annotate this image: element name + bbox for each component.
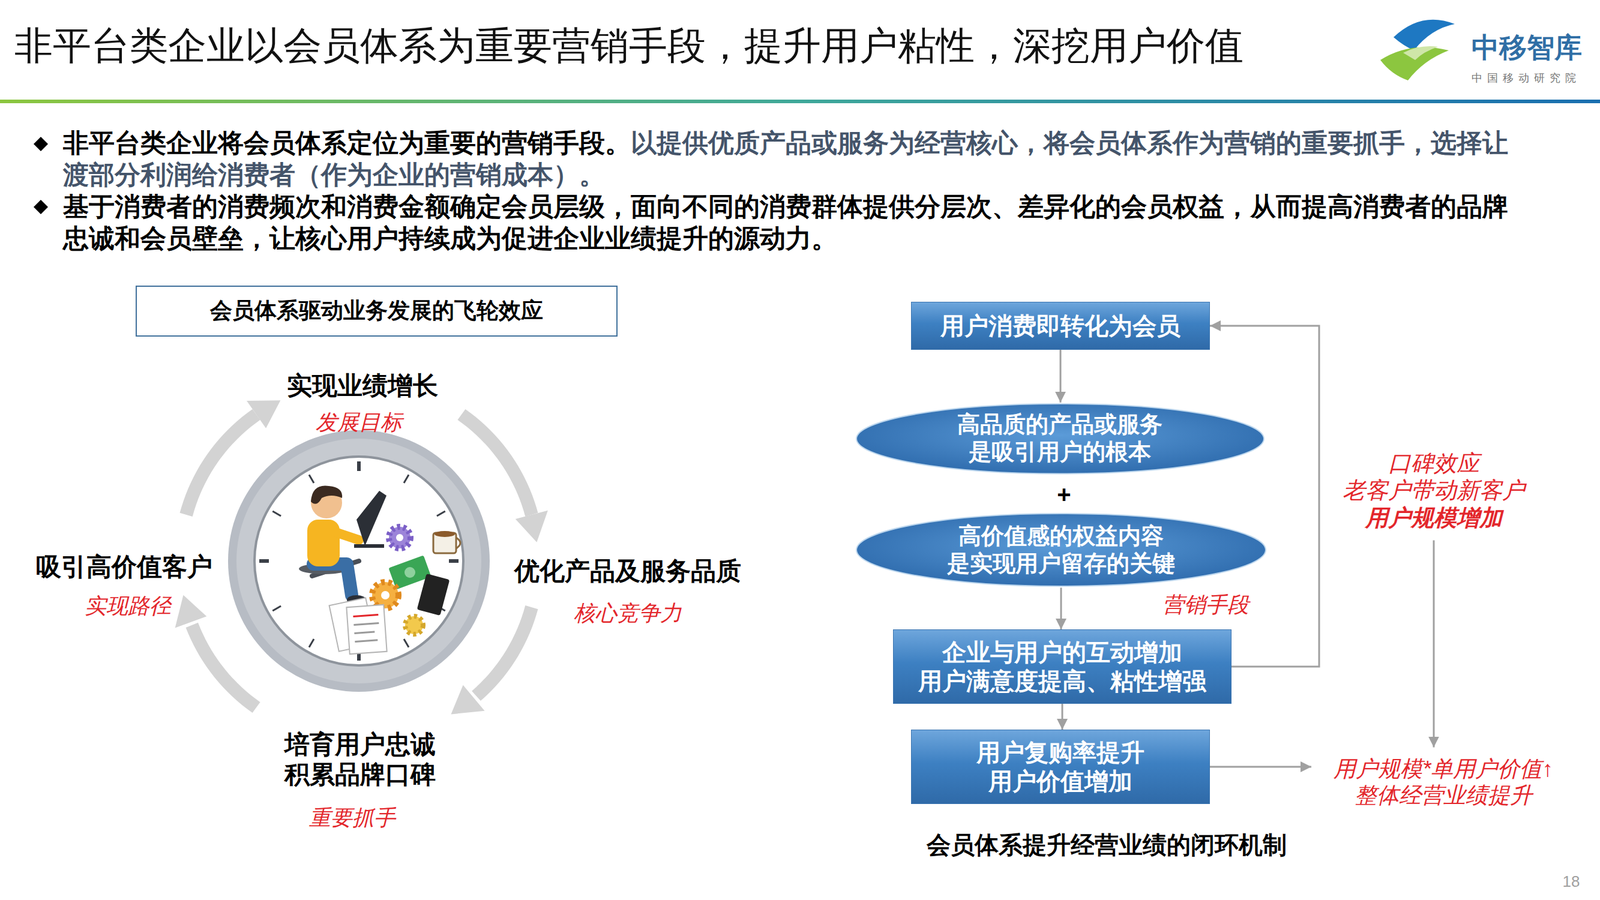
node-text: 企业与用户的互动增加 用户满意度提高、粘性增强 (912, 637, 1213, 696)
clock-tick (357, 461, 361, 472)
bullet-diamond (33, 199, 49, 215)
process-box: 用户复购率提升 用户价值增加 (911, 729, 1210, 805)
page-number: 18 (1560, 872, 1583, 892)
clock-tick (309, 639, 314, 648)
flywheel-arrow-head (175, 595, 208, 629)
gear (388, 526, 411, 549)
flywheel-note: 核心竞争力 (571, 600, 685, 626)
annotation-text: 营销手段 (1160, 591, 1252, 618)
flywheel-stage: 优化产品及服务品质 (511, 556, 744, 587)
node-text: 用户复购率提升 用户价值增加 (940, 738, 1181, 796)
process-box: 企业与用户的互动增加 用户满意度提高、粘性增强 (893, 629, 1232, 704)
laptop-base (354, 544, 385, 548)
flywheel-arrow (192, 625, 257, 708)
clock-ticks (259, 461, 459, 661)
coffee (434, 531, 455, 538)
flywheel-arrow (476, 607, 532, 697)
clock-tick (436, 511, 446, 517)
flywheel-stage: 实现业绩增长 (284, 370, 441, 401)
flywheel-stage: 吸引高价值客户 (33, 552, 215, 583)
logo-swoosh (1403, 46, 1438, 61)
person-hair (310, 486, 343, 505)
gear-hub (381, 591, 390, 600)
flywheel-stage: 培育用户忠诚 积累品牌口碑 (261, 729, 459, 791)
flywheel-note: 实现路径 (82, 592, 174, 619)
flow-arrow (1060, 588, 1063, 631)
clock-face (254, 456, 464, 666)
node-text: 会员体系驱动业务发展的飞轮效应 (210, 297, 544, 325)
paper-line (353, 623, 379, 626)
header-rule (0, 99, 1600, 104)
paper-line (352, 615, 379, 617)
slide-title: 非平台类企业以会员体系为重要营销手段，提升用户粘性，深挖用户价值 (14, 22, 1244, 69)
clock-tick (272, 606, 281, 611)
paper-line (354, 631, 375, 634)
flow-arrow (1433, 540, 1435, 748)
title-box: 会员体系驱动业务发展的飞轮效应 (135, 285, 618, 337)
bullet-text: 非平台类企业将会员体系定位为重要的营销手段。 (63, 128, 631, 158)
person-arm (333, 531, 359, 541)
node-text: 用户规模*单用户价值↑ 整体经营业绩提升 (1317, 756, 1570, 810)
flywheel-arrow-head (450, 685, 485, 715)
clock-ring (228, 430, 490, 692)
flywheel-note: 重要抓手 (306, 804, 398, 831)
money-mark (404, 567, 416, 578)
clock-tick (448, 559, 459, 563)
plus-sign: + (1054, 480, 1074, 509)
annotation-node: 用户规模*单用户价值↑ 整体经营业绩提升 (1311, 747, 1576, 819)
node-text: 用户消费即转化为会员 (940, 311, 1181, 341)
paper (346, 604, 387, 655)
node-text: 口碑效应 老客户带动新客户 (1331, 450, 1536, 505)
paper-lines (352, 615, 380, 643)
laptop (356, 490, 387, 547)
process-ellipse: 高品质的产品或服务 是吸引用户的根本 (855, 402, 1266, 475)
clock-illustration (228, 430, 490, 692)
node-text: 高品质的产品或服务 是吸引用户的根本 (930, 411, 1189, 466)
bullet-paragraph: 非平台类企业将会员体系定位为重要的营销手段。以提供优质产品或服务为经营核心，将会… (63, 127, 1516, 191)
flywheel-arrows (175, 400, 548, 715)
flow-arrow (1209, 766, 1312, 769)
flywheel-note: 发展目标 (313, 409, 405, 436)
tablet (417, 573, 451, 616)
flow-arrow (1059, 349, 1062, 403)
process-ellipse: 高价值感的权益内容 是实现用户留存的关键 (855, 512, 1267, 588)
flow-arrow (1061, 703, 1064, 730)
gear-hub (396, 534, 404, 542)
flywheel-arrow-head (246, 400, 281, 429)
person-body (307, 519, 340, 567)
gear (372, 582, 399, 609)
flywheel-arrow-head (515, 510, 548, 543)
clock-ring (236, 438, 482, 684)
clock-tick (272, 511, 281, 517)
bullet-markers (33, 136, 49, 215)
annotation-node: 口碑效应 老客户带动新客户用户规模增加 (1328, 441, 1540, 541)
logo-subtext: 中国移动研究院 (1469, 72, 1584, 86)
node-text: 高价值感的权益内容 是实现用户留存的关键 (932, 522, 1191, 578)
process-box: 用户消费即转化为会员 (911, 301, 1210, 350)
logo-mark (1380, 19, 1455, 81)
bullet-paragraph: 基于消费者的消费频次和消费金额确定会员层级，面向不同的消费群体提供分层次、差异化… (63, 190, 1516, 255)
person-legs (313, 564, 352, 596)
bullet-text: 基于消费者的消费频次和消费金额确定会员层级，面向不同的消费群体提供分层次、差异化… (63, 192, 1509, 253)
clock-tick (403, 474, 409, 484)
logo-text: 中移智库 (1469, 31, 1585, 65)
diagram-caption: 会员体系提升经营业绩的闭环机制 (926, 830, 1287, 860)
bullet-diamond (33, 136, 49, 152)
ellipse-outline (856, 403, 1264, 474)
clock-tick (309, 474, 314, 484)
clock-tick (403, 639, 409, 648)
paper-line (354, 640, 378, 643)
node-text: 用户规模增加 (1331, 504, 1536, 533)
gear (405, 616, 424, 635)
logo-swoosh (1393, 19, 1455, 51)
ellipse-outline (856, 513, 1266, 587)
clock-tick (259, 559, 269, 563)
cup-handle (456, 537, 461, 549)
